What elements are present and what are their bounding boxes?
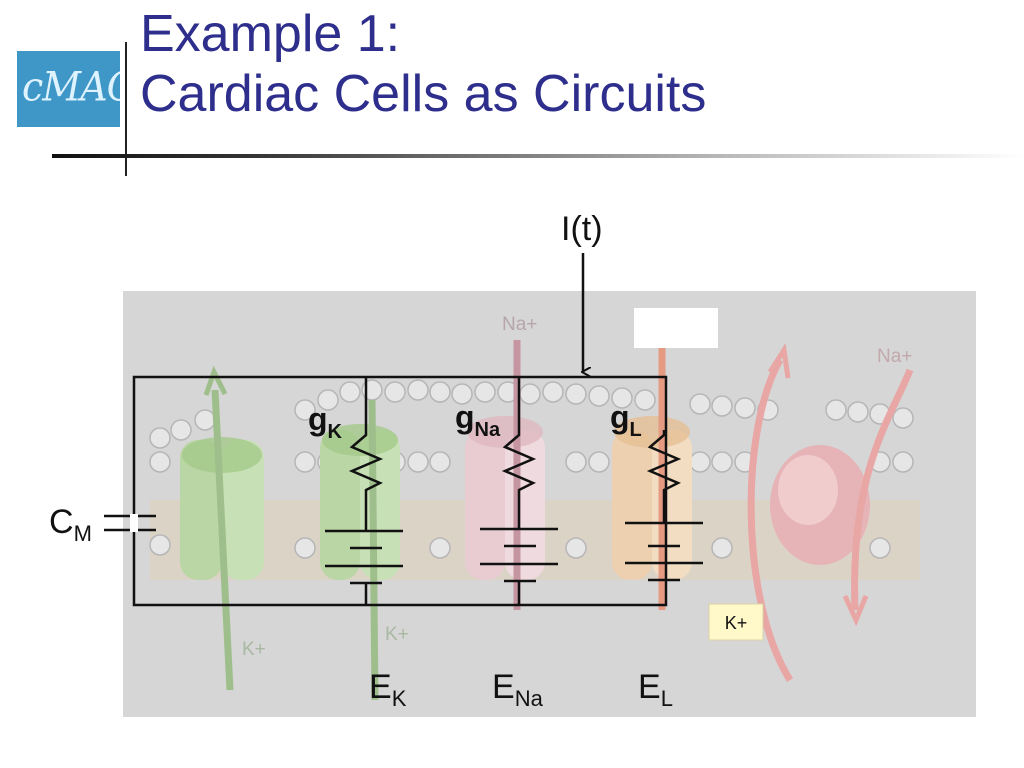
cmacs-logo: cMACS [17, 51, 120, 127]
title-vertical-rule [125, 42, 127, 176]
conductance-leak-label: gL [610, 399, 642, 441]
membrane-background: Na+ Na+ K+ K+ K+ [123, 291, 976, 717]
reversal-k-label: EK [369, 668, 407, 711]
leak-channel [612, 416, 692, 580]
conductance-na-label: gNa [455, 399, 501, 441]
conductance-k-label: gK [308, 401, 343, 443]
capacitor-label-sub: M [74, 521, 92, 546]
title-line-1: Example 1: [140, 5, 401, 63]
logo-text: cMACS [22, 63, 120, 111]
label-k-left: K+ [242, 639, 266, 660]
label-na-right: Na+ [877, 346, 912, 367]
branch-k [325, 377, 403, 605]
label-k-mid: K+ [385, 624, 409, 645]
branch-leak [625, 430, 703, 582]
title-horizontal-rule [52, 154, 1024, 158]
membrane-capacitor [104, 514, 156, 532]
reversal-leak-label: EL [638, 668, 673, 711]
current-label: I(t) [561, 210, 603, 248]
title-line-2: Cardiac Cells as Circuits [140, 65, 707, 123]
reversal-na-label: ENa [492, 668, 544, 711]
capacitor-label-main: C [49, 503, 74, 541]
lipid-layer-bottom [149, 451, 914, 559]
label-na-top: Na+ [502, 314, 537, 335]
sodium-potassium-pump [770, 445, 870, 565]
capacitor-label: CM [49, 503, 92, 546]
branch-na [480, 377, 558, 605]
k-plus-box-label: K+ [725, 613, 748, 633]
white-patch [634, 308, 718, 348]
slide-title: Example 1: Cardiac Cells as Circuits [140, 4, 706, 124]
k-plus-box [708, 603, 764, 641]
